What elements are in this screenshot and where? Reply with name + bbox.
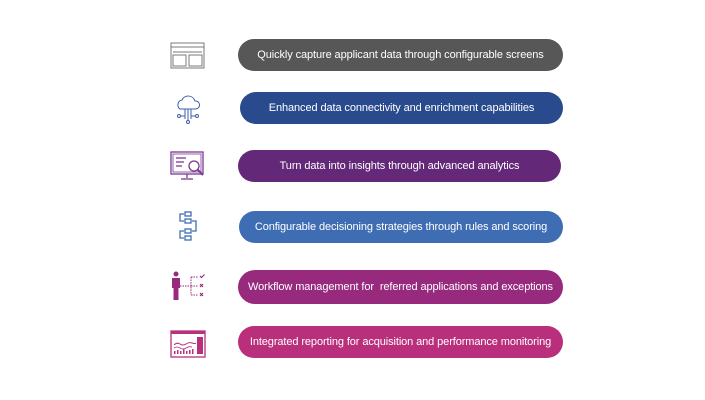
screen-layout-icon	[168, 38, 208, 74]
feature-pill-workflow: Workflow management for referred applica…	[238, 270, 563, 304]
flowchart-icon	[168, 209, 208, 245]
feature-pill-analytics: Turn data into insights through advanced…	[238, 150, 561, 182]
feature-pill-data-connectivity: Enhanced data connectivity and enrichmen…	[240, 92, 563, 124]
person-workflow-icon	[168, 268, 208, 304]
report-dashboard-icon	[168, 325, 208, 361]
feature-pill-decisioning: Configurable decisioning strategies thro…	[239, 211, 563, 243]
feature-pill-data-capture: Quickly capture applicant data through c…	[238, 39, 563, 71]
monitor-magnifier-icon	[168, 147, 208, 183]
feature-pill-reporting: Integrated reporting for acquisition and…	[238, 326, 563, 358]
cloud-network-icon	[168, 89, 208, 125]
